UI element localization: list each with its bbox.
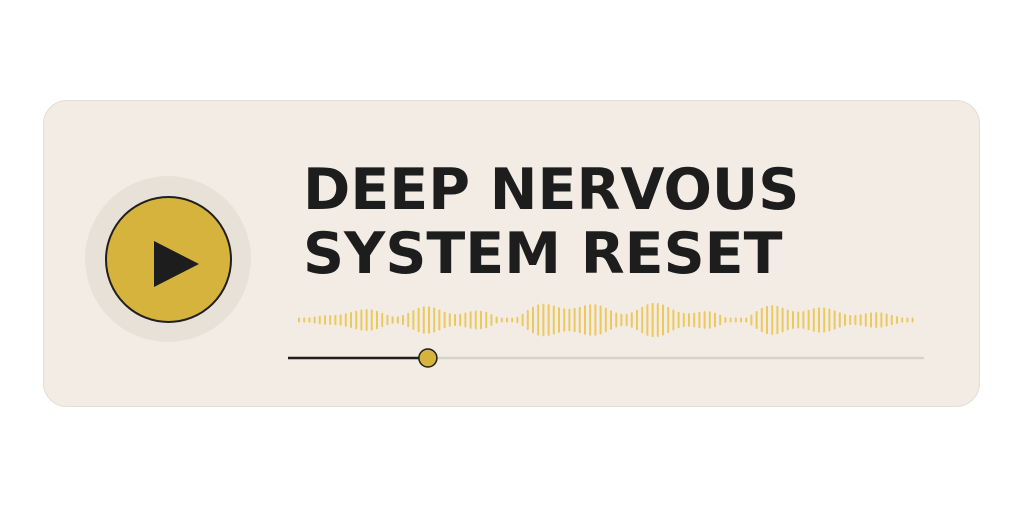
play-icon xyxy=(154,241,199,287)
track-title: DEEP NERVOUS SYSTEM RESET xyxy=(303,158,799,286)
progress-slider[interactable] xyxy=(288,348,924,368)
track-title-line-2: SYSTEM RESET xyxy=(303,221,783,287)
progress-handle[interactable] xyxy=(418,348,438,368)
audio-waveform xyxy=(298,302,914,338)
track-title-line-1: DEEP NERVOUS xyxy=(303,157,800,223)
play-button[interactable] xyxy=(105,196,232,323)
